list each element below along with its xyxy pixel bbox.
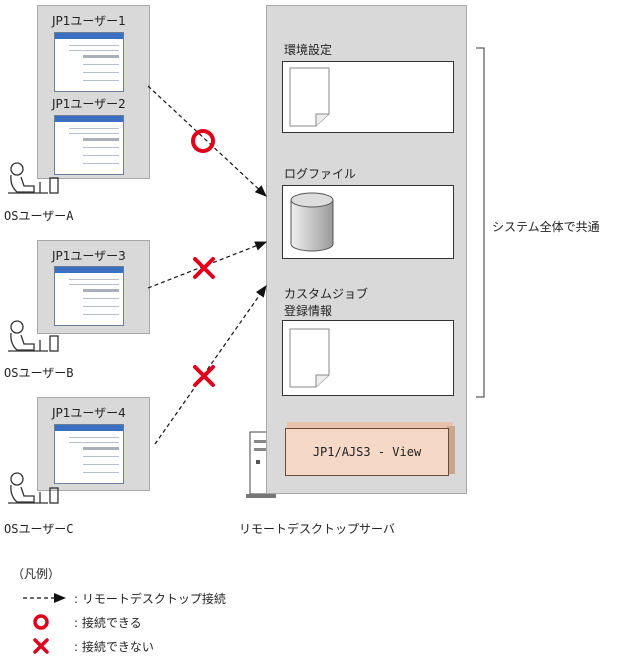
person-at-pc-icon [8, 162, 59, 194]
jp1-user-1-label: JP1ユーザー1 [52, 14, 126, 28]
env-settings-label: 環境設定 [284, 43, 333, 57]
log-file-box [282, 185, 454, 259]
custom-job-info-box [282, 320, 454, 396]
custom-job-info-label: カスタムジョブ 登録情報 [284, 287, 369, 318]
view-window-thumbnail [54, 32, 124, 92]
view-window-thumbnail [54, 424, 124, 484]
view-window-thumbnail [54, 266, 124, 326]
os-user-c-label: OSユーザーC [4, 522, 74, 536]
legend-title: （凡例） [12, 567, 61, 581]
jp1-user-4-label: JP1ユーザー4 [52, 406, 126, 420]
jp1-user-2-label: JP1ユーザー2 [52, 97, 126, 111]
document-icon [289, 67, 330, 127]
legend-cannot-connect: : 接続できない [74, 640, 154, 654]
ng-cross-legend-icon [33, 638, 49, 654]
document-icon [289, 328, 330, 388]
connection-arrow-c [154, 285, 267, 445]
bracket-label: システム全体で共通 [492, 220, 600, 234]
log-file-label: ログファイル [284, 167, 357, 181]
env-settings-box [282, 61, 454, 133]
ok-circle-icon [191, 129, 215, 153]
person-at-pc-icon [8, 320, 59, 352]
view-window-thumbnail [54, 115, 124, 175]
ng-cross-icon [193, 257, 215, 387]
legend-remote-connection: : リモートデスクトップ接続 [74, 592, 226, 606]
person-at-pc-icon [8, 472, 59, 504]
connection-arrow-a [147, 85, 267, 197]
server-caption: リモートデスクトップサーバ [239, 522, 395, 536]
dashed-arrow-legend-icon [23, 593, 66, 603]
database-cylinder-icon [290, 192, 334, 252]
os-user-a-label: OSユーザーA [4, 209, 74, 223]
common-scope-bracket [476, 47, 485, 398]
legend-can-connect: : 接続できる [74, 616, 142, 630]
jp1-ajs3-view-box: JP1/AJS3 - View [285, 428, 449, 476]
os-user-b-label: OSユーザーB [4, 366, 74, 380]
jp1-user-3-label: JP1ユーザー3 [52, 249, 126, 263]
ok-circle-legend-icon [33, 614, 49, 630]
